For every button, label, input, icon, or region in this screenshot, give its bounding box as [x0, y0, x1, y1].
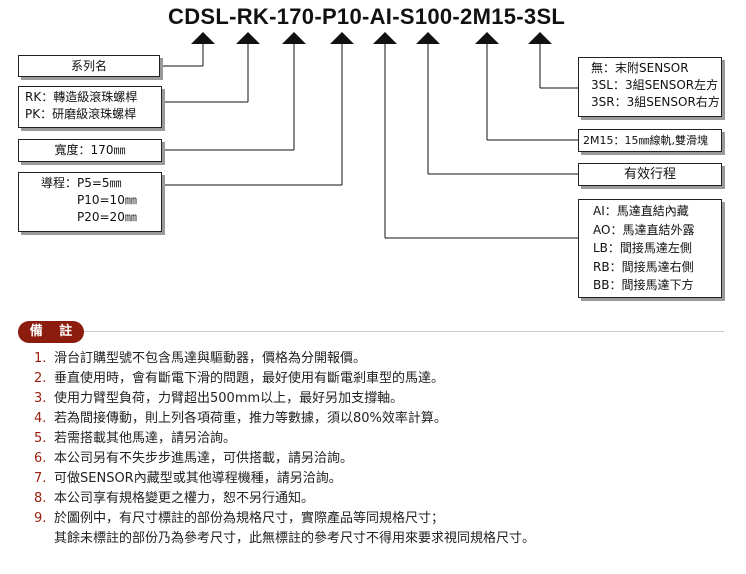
note-number: 8.	[34, 491, 47, 506]
screw-type-pk: PK：研磨級滾珠螺桿	[25, 107, 137, 121]
sensor-none: 無：末附SENSOR	[591, 61, 689, 75]
motor-mount-box: AI：馬達直結內藏 AO：馬達直結外露 LB：間接馬達左側 RB：間接馬達右側 …	[578, 199, 722, 298]
width-box: 寬度：170㎜	[18, 139, 162, 162]
note-item: 3. 使用力臂型負荷，力臂超出500mm以上，最好另加支撐軸。	[34, 389, 734, 409]
lead-p20: P20=20㎜	[77, 210, 137, 224]
note-text: 若為間接傳動，則上列各項荷重，推力等數據，須以80%效率計算。	[54, 411, 447, 426]
screw-type-box: RK：轉造級滾珠螺桿 PK：研磨級滾珠螺桿	[18, 86, 162, 128]
note-continuation: 其餘未標註的部份乃為參考尺寸，此無標註的參考尺寸不得用來要求視同規格尺寸。	[54, 531, 536, 546]
arrow-mount	[373, 32, 397, 44]
series-name-box: 系列名	[18, 55, 160, 77]
note-number: 4.	[34, 411, 47, 426]
note-item: 9. 於圖例中，有尺寸標註的部份為規格尺寸，實際產品等同規格尺寸；	[34, 509, 734, 529]
screw-type-rk: RK：轉造級滾珠螺桿	[25, 90, 138, 104]
note-text: 可做SENSOR內藏型或其他導程機種，請另洽詢。	[54, 471, 342, 486]
rail-box: 2M15：15㎜線軌,雙滑塊	[578, 129, 722, 152]
note-item: 2. 垂直使用時，會有斷電下滑的問題，最好使用有斷電剎車型的馬達。	[34, 369, 734, 389]
sensor-3sr: 3SR：3組SENSOR右方	[591, 95, 720, 109]
notes-list: 1. 滑台訂購型號不包含馬達與驅動器，價格為分開報價。 2. 垂直使用時，會有斷電下…	[34, 349, 734, 549]
arrow-screw	[236, 32, 260, 44]
model-code: CDSL-RK-170-P10-AI-S100-2M15-3SL	[168, 4, 566, 29]
note-text: 本公司另有不失步步進馬達，可供搭載，請另洽詢。	[54, 451, 354, 466]
note-text: 使用力臂型負荷，力臂超出500mm以上，最好另加支撐軸。	[54, 391, 404, 406]
lead-p10: P10=10㎜	[77, 193, 137, 207]
note-item: 7. 可做SENSOR內藏型或其他導程機種，請另洽詢。	[34, 469, 734, 489]
rail-label: 2M15：15㎜線軌,雙滑塊	[583, 134, 708, 147]
mount-bb: BB：間接馬達下方	[593, 278, 694, 292]
arrow-stroke	[416, 32, 440, 44]
note-number: 1.	[34, 351, 47, 366]
note-text: 滑台訂購型號不包含馬達與驅動器，價格為分開報價。	[54, 351, 367, 366]
notes-title-badge: 備 註	[18, 321, 84, 343]
stroke-label: 有效行程	[623, 167, 676, 182]
mount-ai: AI：馬達直結內藏	[593, 204, 689, 218]
width-label: 寬度：170㎜	[54, 143, 126, 157]
note-item: 8. 本公司享有規格變更之權力，恕不另行通知。	[34, 489, 734, 509]
stroke-box: 有效行程	[578, 163, 722, 186]
arrow-lead	[330, 32, 354, 44]
note-number: 6.	[34, 451, 47, 466]
note-item: 6. 本公司另有不失步步進馬達，可供搭載，請另洽詢。	[34, 449, 734, 469]
note-number: 7.	[34, 471, 47, 486]
note-number: 2.	[34, 371, 47, 386]
series-name-label: 系列名	[70, 59, 107, 73]
note-item: 1. 滑台訂購型號不包含馬達與驅動器，價格為分開報價。	[34, 349, 734, 369]
arrow-series	[191, 32, 215, 44]
connector-lines	[160, 32, 578, 239]
lead-p5: 導程：P5=5㎜	[41, 176, 122, 190]
notes-divider	[84, 331, 724, 332]
mount-lb: LB：間接馬達左側	[593, 241, 692, 255]
note-text: 垂直使用時，會有斷電下滑的問題，最好使用有斷電剎車型的馬達。	[54, 371, 445, 386]
mount-rb: RB：間接馬達右側	[593, 259, 694, 274]
note-number: 3.	[34, 391, 47, 406]
note-number: 9.	[34, 511, 47, 526]
arrow-sensor	[528, 32, 552, 44]
note-text: 於圖例中，有尺寸標註的部份為規格尺寸，實際產品等同規格尺寸；	[54, 511, 445, 526]
sensor-3sl: 3SL：3組SENSOR左方	[591, 78, 719, 92]
arrow-width	[282, 32, 306, 44]
note-item: 4. 若為間接傳動，則上列各項荷重，推力等數據，須以80%效率計算。	[34, 409, 734, 429]
lead-box: 導程：P5=5㎜ P10=10㎜ P20=20㎜	[18, 172, 162, 232]
arrow-rail	[475, 32, 499, 44]
note-item: 5. 若需搭載其他馬達，請另洽詢。	[34, 429, 734, 449]
mount-ao: AO：馬達直結外露	[593, 222, 695, 237]
note-text: 本公司享有規格變更之權力，恕不另行通知。	[54, 491, 315, 506]
note-text: 若需搭載其他馬達，請另洽詢。	[54, 431, 237, 446]
sensor-box: 無：末附SENSOR 3SL：3組SENSOR左方 3SR：3組SENSOR右方	[578, 57, 722, 117]
note-number: 5.	[34, 431, 47, 446]
